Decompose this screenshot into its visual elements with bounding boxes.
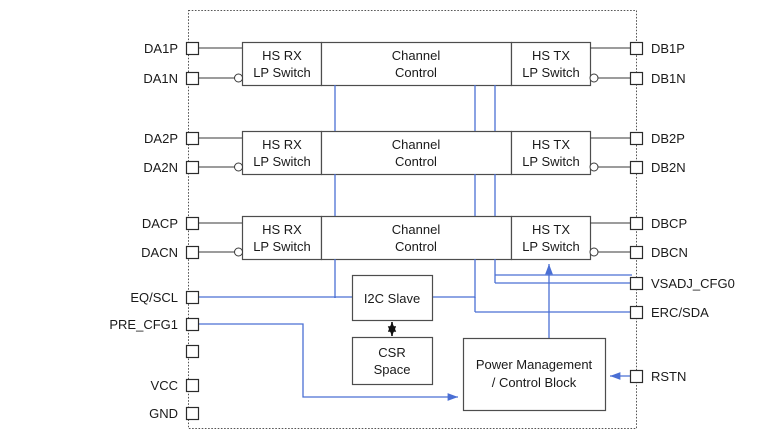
i2c-slave-label: I2C Slave [364,291,420,306]
pin-pad-db1p[interactable] [629,41,644,56]
chc-hs-tx-label-line1: HS TX [532,222,570,237]
pin-label-da1p: DA1P [144,41,178,56]
ch2-hs-tx-label-line1: HS TX [532,137,570,152]
ch1-output-wires [590,47,632,79]
chc-hs-rx-label-line1: HS RX [262,222,302,237]
pin-label-db1p: DB1P [651,41,685,56]
ch1-hs-tx-label-line1: HS TX [532,48,570,63]
pin-pad-da1n[interactable] [185,71,200,86]
csr-space-block: CSR Space [351,336,434,386]
ch2-channel-control-block: Channel Control [320,130,513,176]
pin-label-dbcn: DBCN [651,245,688,260]
ch1-channel-control-block: Channel Control [320,41,513,87]
i2c-scl-route [198,296,352,298]
ch2-output-wires [590,137,632,168]
pin-pad-dbcp[interactable] [629,216,644,231]
chc-channel-control-label-line1: Channel [392,222,441,237]
pin-pad-unlabeled[interactable] [185,344,200,359]
pin-pad-db1n[interactable] [629,71,644,86]
pin-label-db1n: DB1N [651,71,686,86]
i2c-control-out-route [432,274,632,313]
pin-pad-vsadj-cfg0[interactable] [629,276,644,291]
pin-pad-rstn[interactable] [629,369,644,384]
pin-pad-da2n[interactable] [185,160,200,175]
pin-pad-erc-sda[interactable] [629,305,644,320]
pin-label-rstn: RSTN [651,369,686,384]
ch1-hs-rx-label-line2: LP Switch [253,65,311,80]
ch1-output-inverter-bubble [589,73,599,83]
ch1-input-inverter-bubble [234,73,243,83]
pin-label-da2n: DA2N [143,160,178,175]
ch1-hs-rx-block: HS RX LP Switch [241,41,323,87]
pin-label-dbcp: DBCP [651,216,687,231]
ch1-input-wires [198,47,242,79]
pin-label-erc-sda: ERC/SDA [651,305,709,320]
pin-label-db2n: DB2N [651,160,686,175]
ch1-hs-tx-block: HS TX LP Switch [510,41,592,87]
ch2-hs-rx-block: HS RX LP Switch [241,130,323,176]
left-pin-labels: DA1P DA1N DA2P DA2N DACP DACN EQ/SCL PRE… [109,41,178,421]
power-management-label-line2: / Control Block [492,375,577,390]
chc-output-inverter-bubble [589,247,599,257]
control-bus-risers [334,85,496,298]
ch1-channel-control-label-line2: Control [395,65,437,80]
pin-label-vsadj-cfg0: VSADJ_CFG0 [651,276,735,291]
left-pin-group[interactable] [185,41,200,421]
pin-pad-pre-cfg1[interactable] [185,317,200,332]
pin-label-pre-cfg1: PRE_CFG1 [109,317,178,332]
ch2-hs-rx-label-line2: LP Switch [253,154,311,169]
csr-space-label-line2: Space [374,362,411,377]
pin-pad-dacn[interactable] [185,245,200,260]
chc-hs-tx-block: HS TX LP Switch [510,215,592,261]
ch1-channel-control-label-line1: Channel [392,48,441,63]
pin-pad-gnd[interactable] [185,406,200,421]
chc-input-inverter-bubble [234,247,243,257]
pin-pad-vcc[interactable] [185,378,200,393]
ch2-channel-control-label-line2: Control [395,154,437,169]
right-pin-group[interactable] [629,41,644,384]
ch2-hs-tx-label-line2: LP Switch [522,154,580,169]
pin-label-vcc: VCC [151,378,178,393]
chc-hs-tx-label-line2: LP Switch [522,239,580,254]
chc-input-wires [198,222,242,253]
power-management-block: Power Management / Control Block [462,337,607,412]
pin-label-gnd: GND [149,406,178,421]
pre-cfg1-route [198,323,458,401]
ch1-hs-rx-label-line1: HS RX [262,48,302,63]
right-pin-labels: DB1P DB1N DB2P DB2N DBCP DBCN VSADJ_CFG0… [651,41,735,384]
pin-pad-dacp[interactable] [185,216,200,231]
chc-hs-rx-label-line2: LP Switch [253,239,311,254]
pin-pad-da1p[interactable] [185,41,200,56]
ch2-input-wires [198,137,242,168]
pin-pad-db2n[interactable] [629,160,644,175]
pin-label-da2p: DA2P [144,131,178,146]
chc-channel-control-label-line2: Control [395,239,437,254]
pin-label-eq-scl: EQ/SCL [130,290,178,305]
ch1-hs-tx-label-line2: LP Switch [522,65,580,80]
pin-label-db2p: DB2P [651,131,685,146]
pin-pad-db2p[interactable] [629,131,644,146]
ch2-hs-rx-label-line1: HS RX [262,137,302,152]
chc-channel-control-block: Channel Control [320,215,513,261]
power-management-label-line1: Power Management [476,357,593,372]
ch2-hs-tx-block: HS TX LP Switch [510,130,592,176]
csr-space-label-line1: CSR [378,345,405,360]
pin-label-da1n: DA1N [143,71,178,86]
pin-pad-da2p[interactable] [185,131,200,146]
ch2-output-inverter-bubble [589,162,599,172]
ch2-input-inverter-bubble [234,162,243,172]
pin-label-dacp: DACP [142,216,178,231]
pin-pad-eq-scl[interactable] [185,290,200,305]
chc-hs-rx-block: HS RX LP Switch [241,215,323,261]
pin-pad-dbcn[interactable] [629,245,644,260]
ch2-channel-control-label-line1: Channel [392,137,441,152]
i2c-slave-block: I2C Slave [351,274,434,322]
pin-label-dacn: DACN [141,245,178,260]
chc-output-wires [590,222,632,253]
